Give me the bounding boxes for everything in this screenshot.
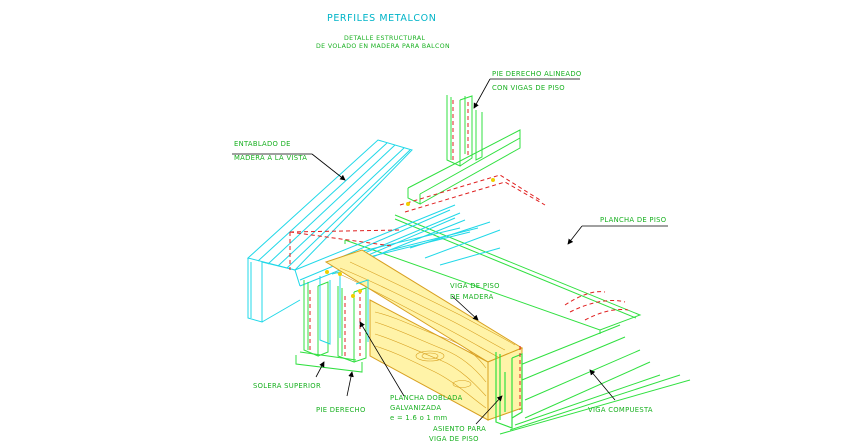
steel-studs — [295, 280, 367, 373]
hidden-lines — [289, 100, 629, 410]
label-asiento-para: ASIENTO PARA — [433, 425, 486, 433]
label-plancha-doblada: PLANCHA DOBLADA — [390, 394, 463, 402]
wood-floor-beam — [324, 249, 524, 421]
label-viga-compuesta: VIGA COMPUESTA — [588, 406, 653, 414]
drawing-title: PERFILES METALCON — [327, 13, 436, 24]
label-madera-a-la-vista: MADERA A LA VISTA — [234, 154, 307, 162]
floor-sheet — [344, 214, 642, 334]
label-viga-de-piso-asiento: VIGA DE PISO — [429, 435, 479, 443]
composite-beam — [499, 324, 691, 435]
label-entablado: ENTABLADO DE — [234, 140, 291, 148]
label-solera-superior: SOLERA SUPERIOR — [253, 382, 321, 390]
galvanized-seat — [495, 352, 523, 429]
label-espesor: e = 1.6 o 1 mm — [390, 414, 447, 422]
label-plancha-de-piso: PLANCHA DE PISO — [600, 216, 666, 224]
wood-grain — [334, 261, 516, 409]
label-con-vigas-de-piso: CON VIGAS DE PISO — [492, 84, 565, 92]
drawing-subtitle-line-2: DE VOLADO EN MADERA PARA BALCON — [316, 43, 450, 50]
label-pie-derecho-alineado: PIE DERECHO ALINEADO — [492, 70, 582, 78]
joint-markers — [325, 178, 495, 298]
aligned-stud — [407, 95, 521, 205]
leader-lines — [232, 78, 668, 425]
timber-decking — [246, 139, 413, 323]
drawing-subtitle-line-1: DETALLE ESTRUCTURAL — [344, 35, 426, 42]
label-de-madera: DE MADERA — [450, 293, 494, 301]
label-galvanizada: GALVANIZADA — [390, 404, 441, 412]
label-pie-derecho: PIE DERECHO — [316, 406, 366, 414]
label-viga-de-piso: VIGA DE PISO — [450, 282, 500, 290]
